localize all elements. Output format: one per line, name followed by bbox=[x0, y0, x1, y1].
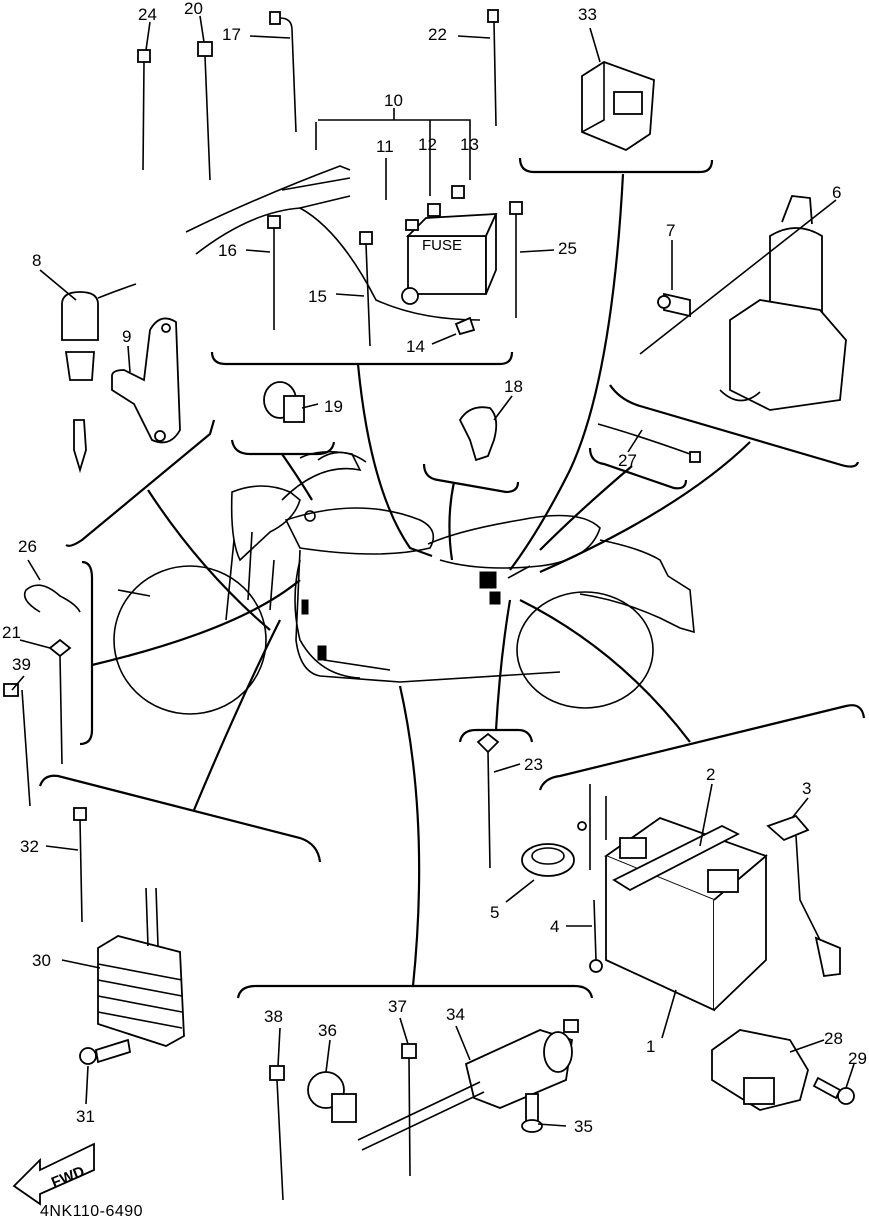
callout-7: 7 bbox=[666, 221, 675, 240]
callout-38: 38 bbox=[264, 1007, 283, 1026]
fuse-box-assembly: FUSE bbox=[185, 108, 498, 336]
callout-numbers: 1 2 3 4 5 6 7 8 9 10 11 12 13 14 15 16 1… bbox=[2, 0, 867, 1136]
callout-1: 1 bbox=[646, 1037, 655, 1056]
callout-6: 6 bbox=[832, 183, 841, 202]
cable-tie-22 bbox=[487, 9, 499, 127]
wiring-harness-mark bbox=[301, 510, 531, 671]
callout-16: 16 bbox=[218, 241, 237, 260]
cable-tie-21 bbox=[48, 638, 72, 765]
callout-9: 9 bbox=[122, 327, 131, 346]
bracket-9 bbox=[111, 317, 181, 444]
clamp-5 bbox=[521, 843, 575, 877]
cable-tie-39 bbox=[3, 683, 31, 807]
bolt-29 bbox=[812, 1076, 855, 1105]
rectifier-30 bbox=[97, 887, 185, 1047]
cable-tie-32 bbox=[73, 807, 87, 923]
callout-8: 8 bbox=[32, 251, 41, 270]
relay-33 bbox=[581, 61, 655, 152]
callout-28: 28 bbox=[824, 1029, 843, 1048]
cable-tie-17 bbox=[269, 11, 297, 133]
clamp-18 bbox=[458, 406, 498, 462]
callout-21: 21 bbox=[2, 623, 21, 642]
cable-tie-23 bbox=[476, 732, 500, 869]
callout-19: 19 bbox=[324, 397, 343, 416]
callout-12: 12 bbox=[418, 135, 437, 154]
callout-22: 22 bbox=[428, 25, 447, 44]
fuse-label: FUSE bbox=[422, 237, 462, 254]
bolt-35 bbox=[521, 1093, 543, 1133]
callout-34: 34 bbox=[446, 1005, 465, 1024]
sensor-8 bbox=[61, 283, 137, 474]
cable-tie-25 bbox=[509, 201, 523, 318]
callout-33: 33 bbox=[578, 5, 597, 24]
callout-23: 23 bbox=[524, 755, 543, 774]
callout-26: 26 bbox=[18, 537, 37, 556]
callout-36: 36 bbox=[318, 1021, 337, 1040]
callout-24: 24 bbox=[138, 5, 157, 24]
cable-tie-24 bbox=[137, 49, 151, 171]
group-brackets bbox=[38, 157, 866, 999]
battery-band-2 bbox=[612, 824, 740, 892]
callout-11: 11 bbox=[376, 137, 394, 156]
callout-5: 5 bbox=[490, 903, 499, 922]
callout-35: 35 bbox=[574, 1117, 593, 1136]
callout-14: 14 bbox=[406, 337, 425, 356]
callout-32: 32 bbox=[20, 837, 39, 856]
bolt-31 bbox=[79, 1038, 132, 1065]
main-switch bbox=[657, 195, 847, 411]
clamp-36 bbox=[307, 1071, 357, 1123]
callout-10: 10 bbox=[384, 91, 403, 110]
callout-4: 4 bbox=[550, 917, 559, 936]
cable-tie-27 bbox=[597, 423, 701, 463]
relay-28 bbox=[711, 1029, 809, 1111]
motorcycle-outline bbox=[113, 450, 695, 715]
callout-30: 30 bbox=[32, 951, 51, 970]
callout-3: 3 bbox=[802, 779, 811, 798]
callout-13: 13 bbox=[460, 135, 479, 154]
drawing-code: 4NK110-6490 bbox=[40, 1203, 144, 1220]
cable-tie-15 bbox=[359, 231, 373, 347]
callout-17: 17 bbox=[222, 25, 241, 44]
fwd-arrow: FWD bbox=[12, 1142, 95, 1206]
clamp-19 bbox=[263, 381, 305, 423]
cable-tie-38 bbox=[269, 1065, 285, 1201]
battery-lead-4 bbox=[577, 784, 607, 973]
cable-tie-20 bbox=[197, 41, 213, 181]
callout-31: 31 bbox=[76, 1107, 95, 1126]
callout-37: 37 bbox=[388, 997, 407, 1016]
callout-18: 18 bbox=[504, 377, 523, 396]
callout-20: 20 bbox=[184, 0, 203, 18]
callout-leaders bbox=[11, 15, 855, 1127]
callout-25: 25 bbox=[558, 239, 577, 258]
leader-lines bbox=[91, 173, 751, 987]
battery-lead-3 bbox=[766, 814, 841, 977]
callout-39: 39 bbox=[12, 655, 31, 674]
cable-tie-16 bbox=[267, 215, 281, 330]
clip-26 bbox=[23, 584, 81, 613]
cable-tie-37 bbox=[401, 1043, 417, 1177]
cable-ties bbox=[3, 9, 701, 1201]
sensor-34 bbox=[357, 1019, 579, 1151]
callout-15: 15 bbox=[308, 287, 327, 306]
callout-27: 27 bbox=[618, 451, 637, 470]
callout-29: 29 bbox=[848, 1049, 867, 1068]
callout-2: 2 bbox=[706, 765, 715, 784]
